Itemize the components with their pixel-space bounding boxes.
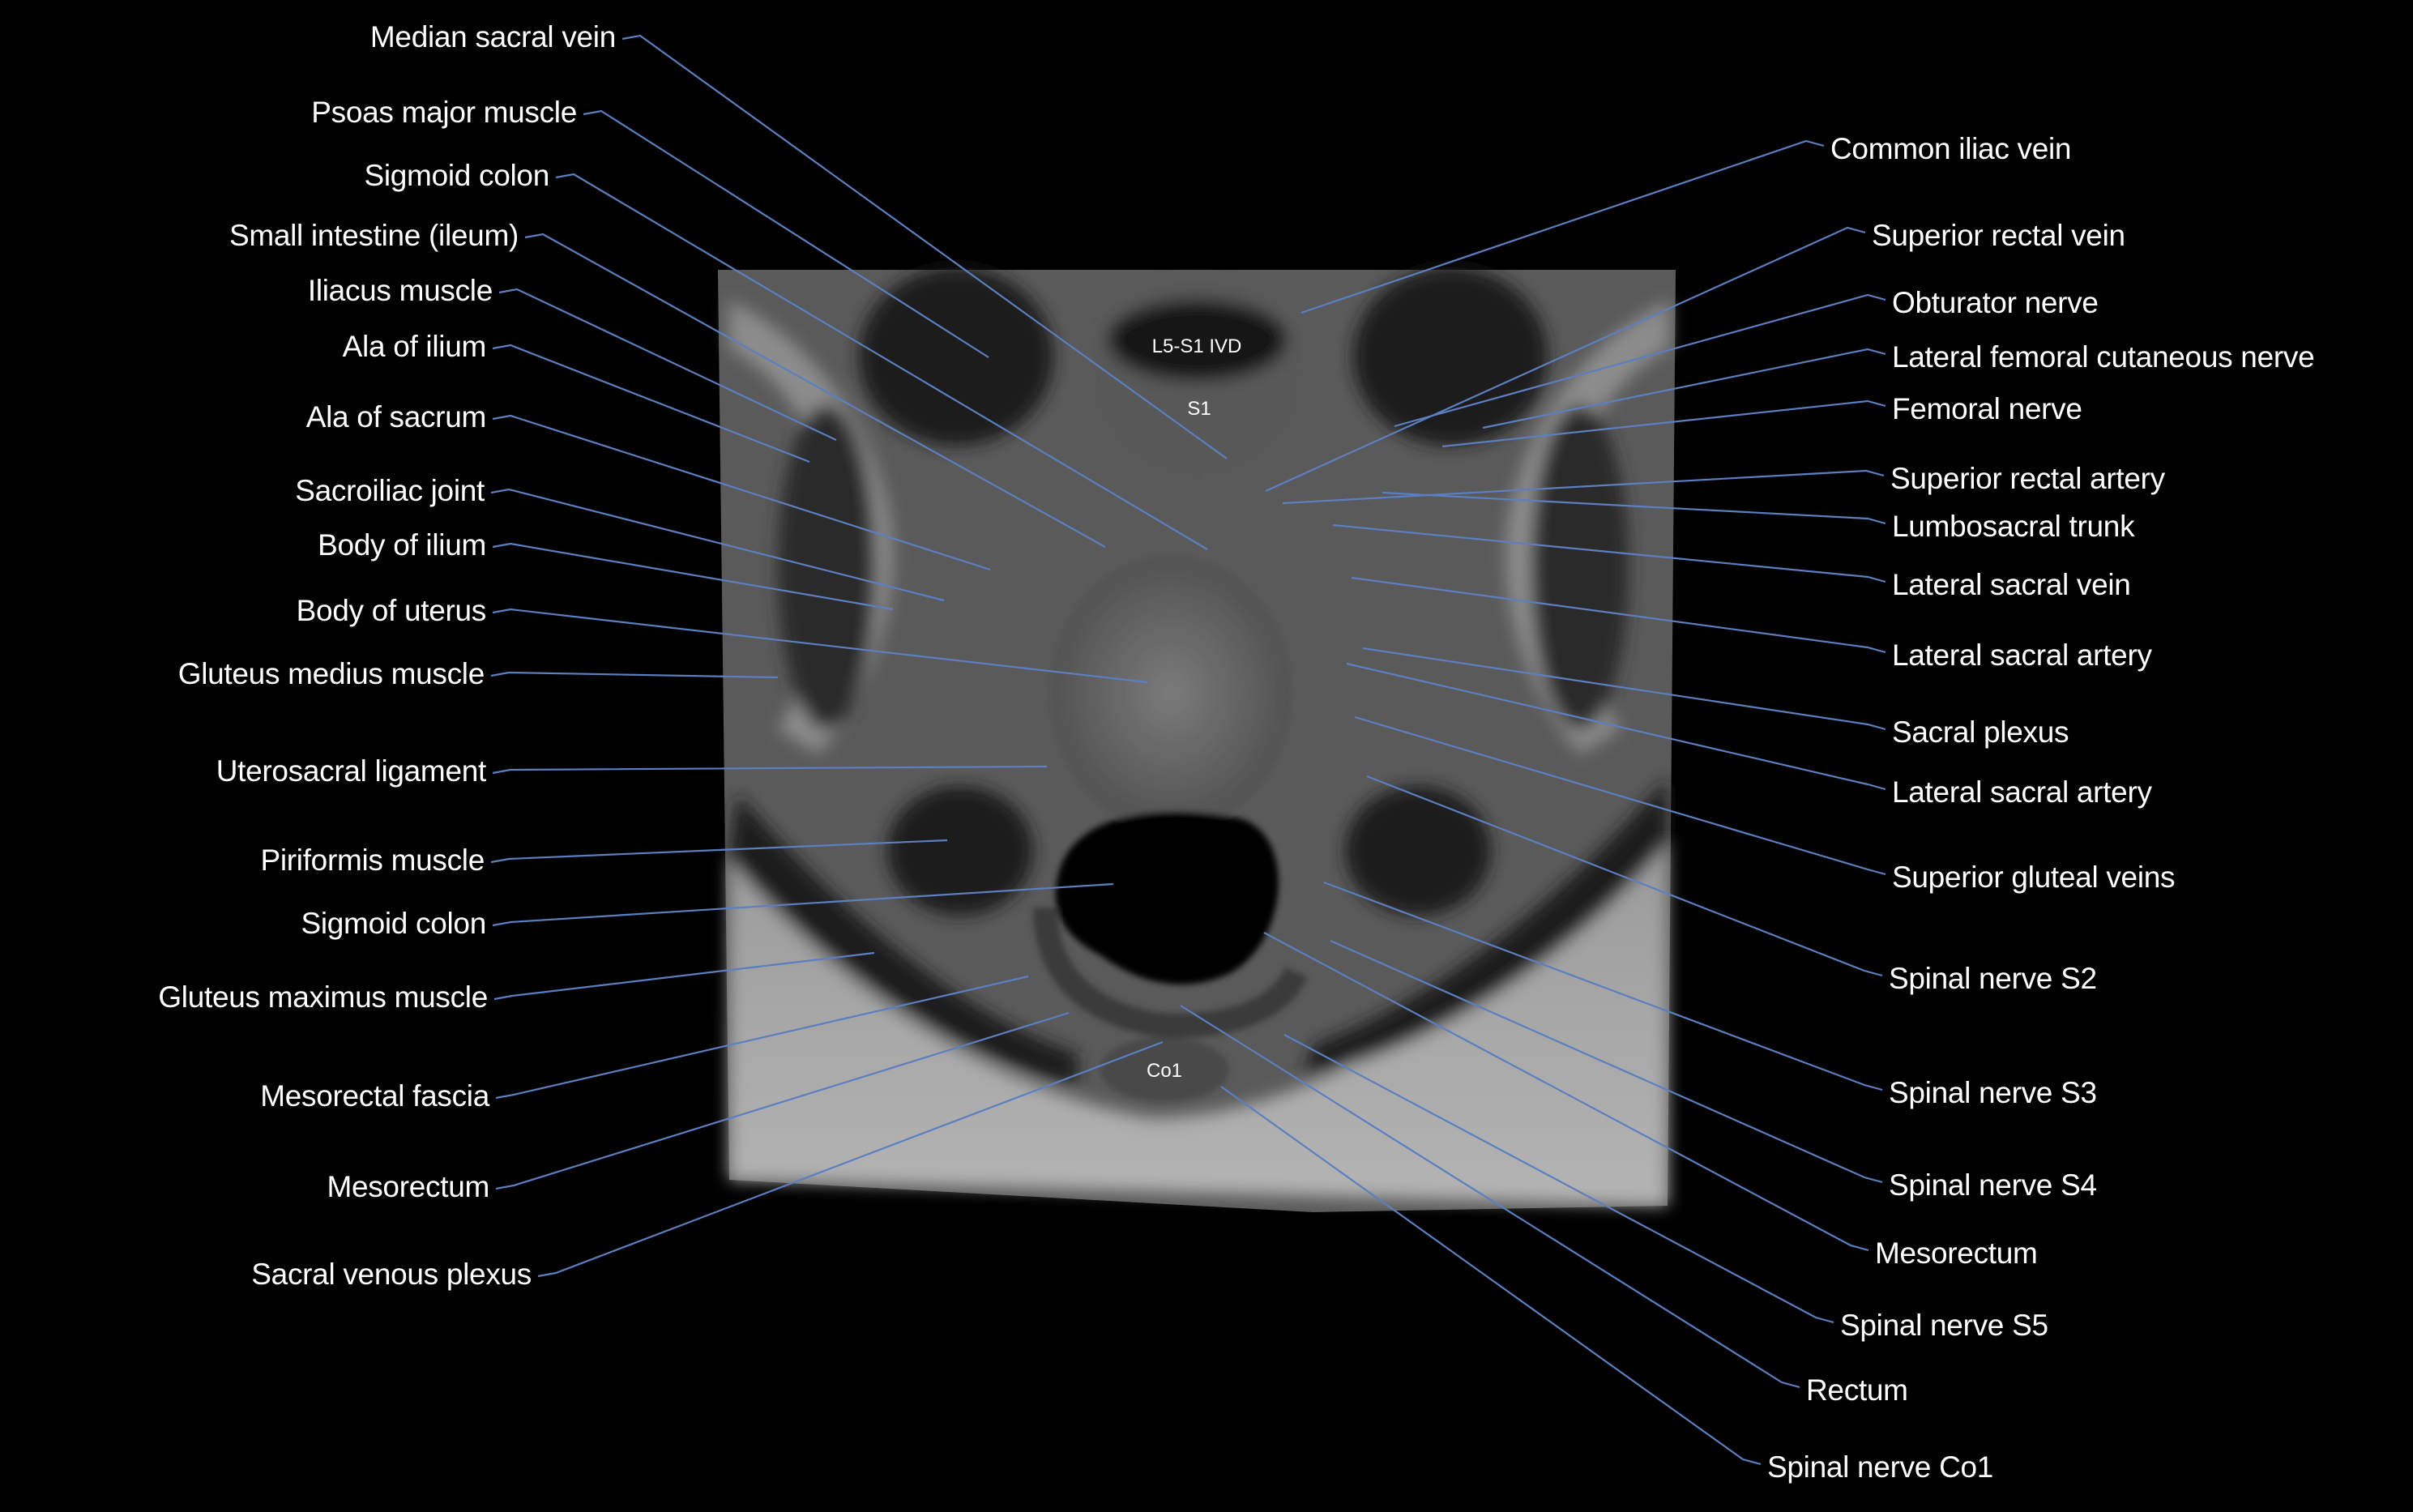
label-spinal-nerve-s5: Spinal nerve S5 [1840,1309,2048,1342]
label-lumbosacral-trunk: Lumbosacral trunk [1892,510,2135,543]
label-spinal-nerve-s2: Spinal nerve S2 [1889,962,2097,995]
label-lateral-sacral-artery-upper: Lateral sacral artery [1892,639,2152,672]
label-sacral-venous-plexus: Sacral venous plexus [251,1258,532,1291]
label-body-of-ilium: Body of ilium [318,528,486,562]
label-small-intestine-ileum: Small intestine (ileum) [228,219,519,252]
label-ala-of-sacrum: Ala of sacrum [305,400,487,434]
label-superior-rectal-vein: Superior rectal vein [1872,219,2125,252]
label-common-iliac-vein: Common iliac vein [1830,132,2072,165]
label-rectum: Rectum [1806,1373,1908,1407]
label-superior-rectal-artery: Superior rectal artery [1890,462,2165,495]
label-spinal-nerve-s3: Spinal nerve S3 [1889,1076,2097,1109]
label-sigmoid-colon: Sigmoid colon [364,159,549,192]
label-mesorectal-fascia: Mesorectal fascia [260,1079,489,1113]
label-gluteus-medius-muscle: Gluteus medius muscle [177,657,485,690]
label-piriformis-muscle: Piriformis muscle [260,844,485,877]
label-sacroiliac-joint: Sacroiliac joint [295,474,485,507]
label-mesorectum-right: Mesorectum [1875,1237,2038,1270]
label-obturator-nerve: Obturator nerve [1892,286,2099,319]
label-femoral-nerve: Femoral nerve [1892,392,2082,425]
label-mesorectum-left: Mesorectum [327,1170,489,1203]
mri-label-co1: Co1 [1146,1060,1183,1082]
label-spinal-nerve-co1: Spinal nerve Co1 [1767,1450,1994,1484]
label-psoas-major-muscle: Psoas major muscle [311,96,577,129]
label-lateral-sacral-vein: Lateral sacral vein [1892,568,2131,601]
label-median-sacral-vein: Median sacral vein [369,20,616,53]
label-ala-of-ilium: Ala of ilium [342,330,487,363]
label-sigmoid-colon-lower: Sigmoid colon [301,907,486,940]
label-body-of-uterus: Body of uterus [296,594,487,627]
mri-label-l5-s1-ivd: L5-S1 IVD [1151,335,1242,357]
label-lateral-femoral-cutaneous-nerve: Lateral femoral cutaneous nerve [1892,340,2315,374]
label-spinal-nerve-s4: Spinal nerve S4 [1889,1168,2097,1202]
label-gluteus-maximus-muscle: Gluteus maximus muscle [158,980,488,1014]
label-lateral-sacral-artery-lower: Lateral sacral artery [1892,775,2152,809]
label-sacral-plexus: Sacral plexus [1892,715,2069,749]
label-iliacus-muscle: Iliacus muscle [307,274,493,307]
label-uterosacral-ligament: Uterosacral ligament [216,754,487,788]
mri-label-s1: S1 [1187,398,1211,420]
label-superior-gluteal-veins: Superior gluteal veins [1892,861,2176,894]
